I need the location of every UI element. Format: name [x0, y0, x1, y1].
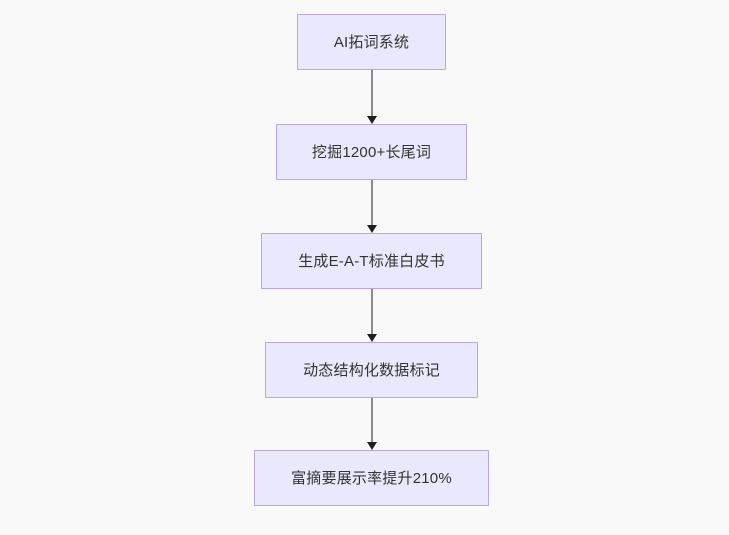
node-label: 挖掘1200+长尾词 [311, 143, 432, 161]
arrowhead-icon [367, 334, 377, 342]
node-label: 动态结构化数据标记 [303, 361, 440, 379]
edge-line [371, 398, 373, 442]
node-label: 富摘要展示率提升210% [291, 469, 452, 487]
edge-line [371, 289, 373, 334]
flowchart-node-3[interactable]: 生成E-A-T标准白皮书 [261, 233, 482, 289]
arrowhead-icon [367, 225, 377, 233]
flowchart-node-1[interactable]: AI拓词系统 [297, 14, 446, 70]
arrowhead-icon [367, 116, 377, 124]
edge-line [371, 180, 373, 225]
arrowhead-icon [367, 442, 377, 450]
flowchart-node-4[interactable]: 动态结构化数据标记 [265, 342, 478, 398]
node-label: 生成E-A-T标准白皮书 [298, 252, 445, 270]
flowchart-node-2[interactable]: 挖掘1200+长尾词 [276, 124, 467, 180]
node-label: AI拓词系统 [333, 33, 410, 51]
edge-line [371, 70, 373, 116]
flowchart-node-5[interactable]: 富摘要展示率提升210% [254, 450, 489, 506]
